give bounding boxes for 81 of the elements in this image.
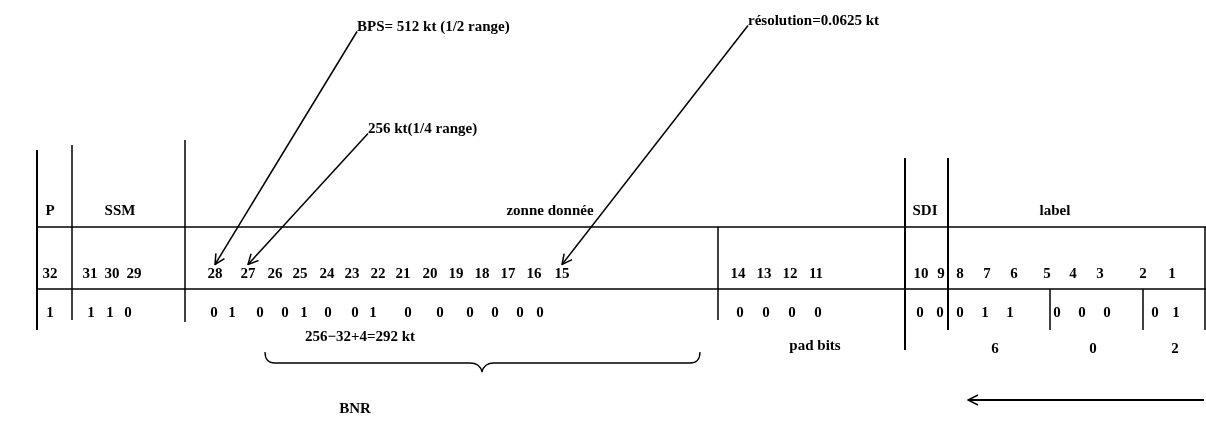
bit-value: 0 — [516, 304, 524, 320]
bit-number: 13 — [756, 265, 772, 281]
column-heading: P — [45, 202, 55, 218]
bit-value: 0 — [324, 304, 332, 320]
bit-number: 24 — [319, 265, 335, 281]
bit-value: 0 — [1078, 304, 1086, 320]
bit-value: 0 — [736, 304, 744, 320]
bit-number: 19 — [448, 265, 464, 281]
bit-number: 23 — [344, 265, 360, 281]
bit-number: 27 — [240, 265, 256, 281]
bit-value: 0 — [256, 304, 264, 320]
bit-value: 1 — [87, 304, 95, 320]
bit-value: 1 — [1172, 304, 1180, 320]
bit-number: 32 — [42, 265, 58, 281]
bit-value: 0 — [536, 304, 544, 320]
bit-number: 14 — [730, 265, 746, 281]
column-heading: SSM — [104, 202, 136, 218]
bit-number: 7 — [983, 265, 991, 281]
column-heading: label — [1039, 202, 1071, 218]
bit-value: 0 — [436, 304, 444, 320]
octal-digit: 0 — [1089, 340, 1097, 356]
callout-text: 256 kt(1/4 range) — [368, 120, 478, 136]
bit-number: 3 — [1096, 265, 1104, 281]
field-note: pad bits — [789, 337, 841, 353]
bit-number: 22 — [370, 265, 386, 281]
octal-digit: 2 — [1171, 340, 1179, 356]
bit-value: 0 — [281, 304, 289, 320]
bit-value: 1 — [300, 304, 308, 320]
bit-number: 10 — [913, 265, 929, 281]
bit-value: 0 — [1053, 304, 1061, 320]
bit-number: 29 — [126, 265, 142, 281]
bit-number: 9 — [937, 265, 945, 281]
bit-value: 0 — [466, 304, 474, 320]
bit-number: 28 — [207, 265, 223, 281]
bit-number: 1 — [1168, 265, 1176, 281]
bit-number: 12 — [782, 265, 798, 281]
bracket-label: BNR — [339, 400, 371, 416]
bit-number: 2 — [1139, 265, 1147, 281]
bit-value: 0 — [788, 304, 796, 320]
bit-value: 0 — [404, 304, 412, 320]
bit-value: 0 — [491, 304, 499, 320]
bit-value: 0 — [124, 304, 132, 320]
bit-number: 30 — [104, 265, 120, 281]
bit-value: 0 — [351, 304, 359, 320]
bit-number: 21 — [395, 265, 411, 281]
leader-arrow — [561, 24, 749, 266]
bit-number: 20 — [422, 265, 438, 281]
bit-value: 0 — [1151, 304, 1159, 320]
bit-value: 0 — [814, 304, 822, 320]
bit-number: 31 — [82, 265, 98, 281]
callout-text: résolution=0.0625 kt — [748, 12, 880, 28]
leader-arrow — [247, 132, 369, 266]
bit-number: 6 — [1010, 265, 1018, 281]
bit-value: 0 — [210, 304, 218, 320]
bit-value: 0 — [762, 304, 770, 320]
octal-digit: 6 — [991, 340, 999, 356]
bit-value: 0 — [936, 304, 944, 320]
bit-number: 11 — [808, 265, 824, 281]
bit-number: 5 — [1043, 265, 1051, 281]
bit-number: 26 — [267, 265, 283, 281]
bit-number: 18 — [474, 265, 490, 281]
bit-number: 25 — [292, 265, 308, 281]
bit-value: 1 — [1006, 304, 1014, 320]
leader-arrow — [214, 30, 358, 266]
bit-value: 0 — [1103, 304, 1111, 320]
callout-text: BPS= 512 kt (1/2 range) — [357, 18, 510, 34]
bit-number: 16 — [526, 265, 542, 281]
bit-value: 0 — [956, 304, 964, 320]
column-heading: SDI — [912, 202, 938, 218]
bit-number: 15 — [554, 265, 570, 281]
bit-number: 17 — [500, 265, 516, 281]
bit-value: 0 — [916, 304, 924, 320]
bit-number: 4 — [1069, 265, 1077, 281]
bit-number: 8 — [956, 265, 964, 281]
bit-value: 1 — [46, 304, 54, 320]
bit-value: 1 — [981, 304, 989, 320]
column-heading: zonne donnée — [506, 202, 594, 218]
bit-value: 1 — [228, 304, 236, 320]
calculation-note: 256−32+4=292 kt — [304, 328, 416, 344]
bit-value: 1 — [106, 304, 114, 320]
bit-value: 1 — [369, 304, 377, 320]
